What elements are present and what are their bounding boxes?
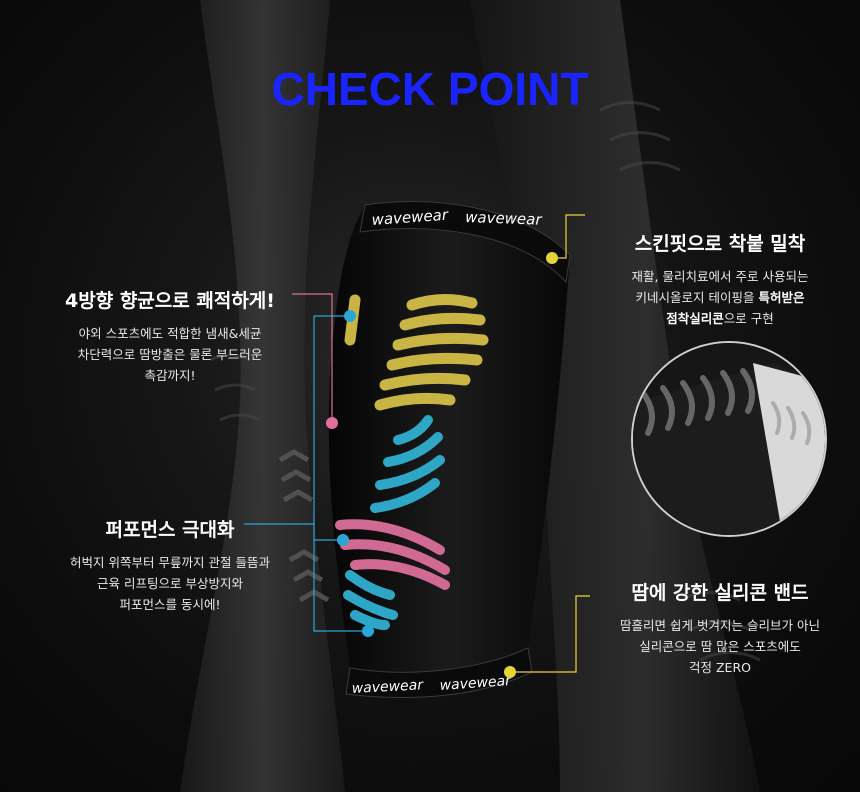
dot-blue-icon [337,534,349,546]
feature-heading: 스킨핏으로 착붙 밀착 [634,233,806,255]
callout-line-antibacterial [292,293,333,423]
feature-heading: 퍼포먼스 극대화 [105,519,235,541]
feature-skinfit: 스킨핏으로 착붙 밀착 재활, 물리치료에서 주로 사용되는 키네시올로지 테이… [580,229,860,329]
brand-top-1: wavewear [371,206,449,229]
dot-blue-icon [344,310,356,322]
page-title: CHECK POINT [271,63,589,115]
feature-description: 땀흘리면 쉽게 벗겨지는 슬리브가 아닌 실리콘으로 땀 많은 스포츠에도 걱정… [620,618,820,675]
feature-antibacterial: 4방향 향균으로 쾌적하게! 야외 스포츠에도 적합한 냄새&세균 차단력으로 … [20,286,320,386]
feature-description: 재활, 물리치료에서 주로 사용되는 키네시올로지 테이핑을 특허받은 점착실리… [631,269,809,326]
silicone-detail-zoom [631,341,827,537]
feature-performance: 퍼포먼스 극대화 허벅지 위쪽부터 무릎까지 관절 들뜸과 근육 리프팅으로 부… [20,515,320,615]
callout-line-silicone [510,595,590,673]
feature-description: 야외 스포츠에도 적합한 냄새&세균 차단력으로 땀방출은 물론 부드러운 촉감… [77,326,263,383]
feature-silicone-band: 땀에 강한 실리콘 밴드 땀흘리면 쉽게 벗겨지는 슬리브가 아닌 실리콘으로 … [580,578,860,678]
brand-bottom-1: wavewear [351,677,424,697]
brand-bottom-2: wavewear [439,673,513,694]
dot-pink-icon [326,417,338,429]
dot-yellow-icon [504,666,516,678]
dot-blue-icon [362,625,374,637]
feature-heading: 4방향 향균으로 쾌적하게! [65,290,275,312]
callout-line-skinfit [552,214,585,259]
feature-heading: 땀에 강한 실리콘 밴드 [631,582,809,604]
dot-yellow-icon [546,252,558,264]
brand-top-2: wavewear [465,208,543,229]
callout-line-performance [313,316,368,632]
feature-description: 허벅지 위쪽부터 무릎까지 관절 들뜸과 근육 리프팅으로 부상방지와 퍼포먼스… [70,555,270,612]
